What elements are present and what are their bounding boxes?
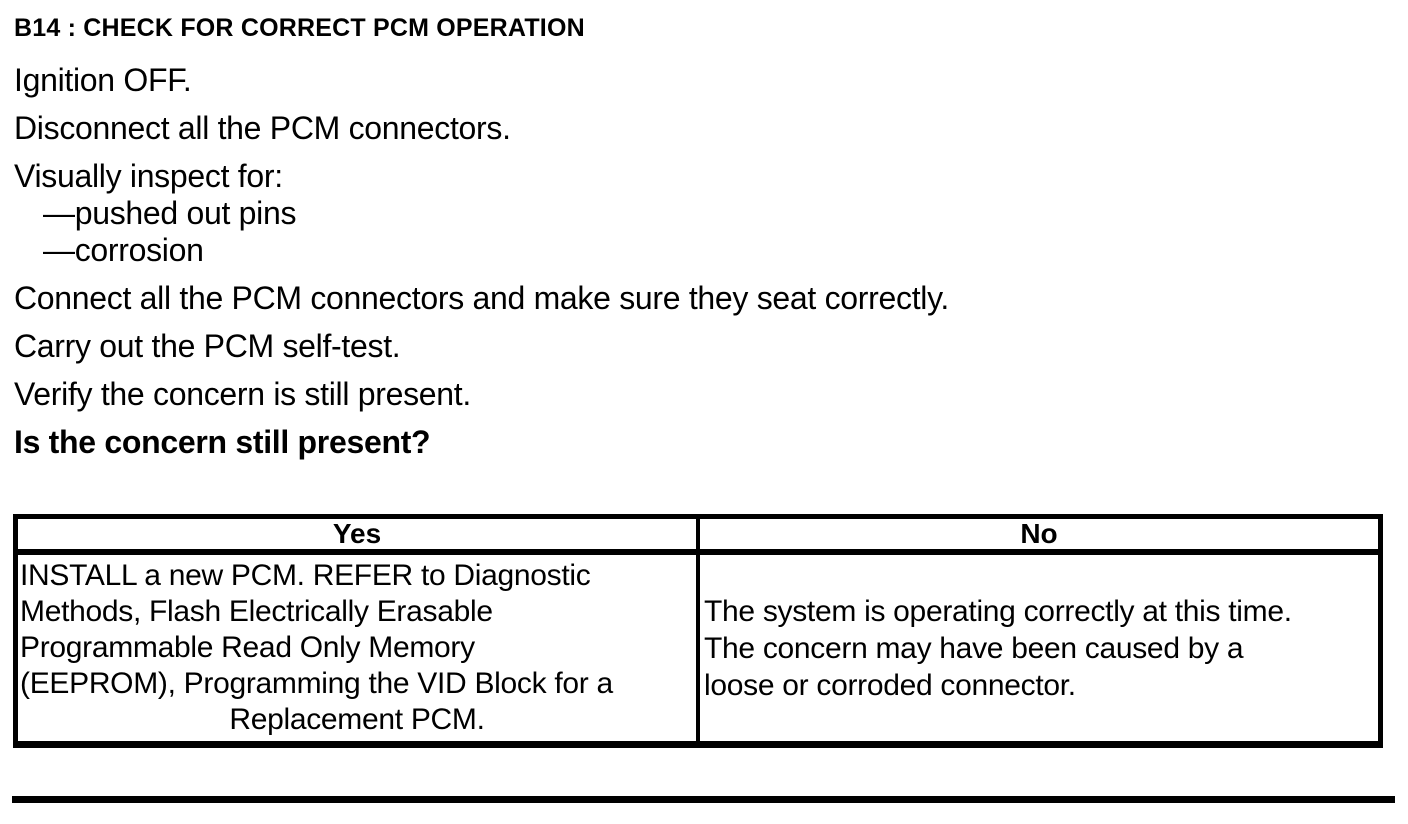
decision-table-body-row: INSTALL a new PCM. REFER to Diagnostic M… (16, 552, 1381, 745)
no-action-line: The system is operating correctly at thi… (704, 594, 1292, 628)
yes-action-cell: INSTALL a new PCM. REFER to Diagnostic M… (16, 552, 699, 745)
yes-action-line: Replacement PCM. (229, 703, 485, 736)
instruction-line: Visually inspect for: (14, 158, 283, 194)
decision-table: Yes No INSTALL a new PCM. REFER to Diagn… (13, 514, 1383, 748)
inspect-list: —pushed out pins —corrosion (14, 195, 1408, 269)
no-column-header: No (696, 516, 1381, 552)
instruction-line: Verify the concern is still present. (14, 376, 471, 412)
instruction-line: Carry out the PCM self-test. (14, 328, 401, 364)
instruction-line: Ignition OFF. (14, 62, 192, 98)
no-action-line: The concern may have been caused by a (704, 631, 1244, 665)
yes-action-line: (EEPROM), Programming the VID Block for … (20, 667, 613, 700)
no-action-line: loose or corroded connector. (704, 668, 1076, 702)
decision-table-header-row: Yes No (15, 516, 1381, 552)
instruction-line: Disconnect all the PCM connectors. (14, 110, 511, 146)
question-line: Is the concern still present? (14, 424, 431, 460)
no-action-cell: The system is operating correctly at thi… (696, 552, 1381, 745)
list-item: —pushed out pins (43, 195, 297, 231)
list-item: —corrosion (43, 232, 204, 268)
yes-action-line: INSTALL a new PCM. REFER to Diagnostic (20, 559, 591, 592)
yes-action-line: Programmable Read Only Memory (20, 631, 475, 664)
yes-column-header: Yes (332, 518, 382, 549)
step-title: B14 : CHECK FOR CORRECT PCM OPERATION (14, 14, 585, 42)
pinpoint-test-page: B14 : CHECK FOR CORRECT PCM OPERATION Ig… (12, 14, 1408, 803)
instruction-line: Connect all the PCM connectors and make … (14, 280, 950, 316)
bottom-rule (12, 796, 1395, 803)
yes-action-line: Methods, Flash Electrically Erasable (20, 595, 493, 628)
